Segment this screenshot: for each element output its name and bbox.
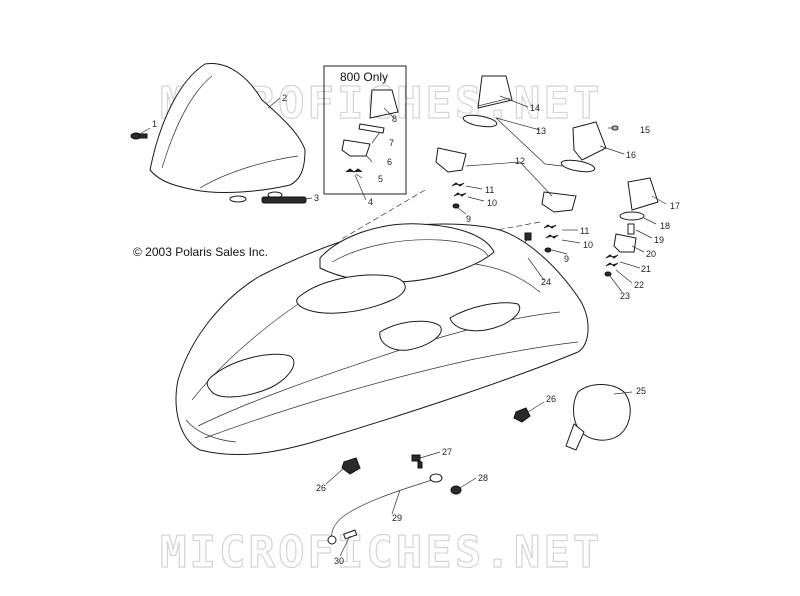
callout-10-b: 10 bbox=[583, 240, 593, 250]
callout-10-a: 10 bbox=[487, 198, 497, 208]
callout-20: 20 bbox=[646, 249, 656, 259]
callout-7: 7 bbox=[389, 138, 394, 148]
hood bbox=[175, 223, 589, 456]
gauge-14 bbox=[477, 75, 513, 109]
callout-4: 4 bbox=[368, 197, 373, 207]
mirror-25 bbox=[565, 384, 631, 451]
leader-lines bbox=[139, 95, 667, 557]
copyright-notice: © 2003 Polaris Sales Inc. bbox=[133, 245, 268, 259]
grommet-26-b bbox=[341, 457, 361, 475]
callout-30: 30 bbox=[334, 556, 344, 566]
callout-13: 13 bbox=[536, 126, 546, 136]
gauge-mount-12-b bbox=[541, 191, 577, 213]
callout-28: 28 bbox=[478, 473, 488, 483]
callout-27: 27 bbox=[442, 447, 452, 457]
grommet-26-a bbox=[513, 407, 531, 423]
callout-26-b: 26 bbox=[316, 483, 326, 493]
hardware-group-c bbox=[604, 254, 619, 277]
callout-9-b: 9 bbox=[564, 254, 569, 264]
bolt-27 bbox=[411, 454, 423, 469]
callout-26-a: 26 bbox=[546, 394, 556, 404]
clip-30 bbox=[343, 529, 358, 540]
gauge-mount-12-a bbox=[435, 147, 467, 173]
bulb-19 bbox=[627, 223, 635, 235]
callout-23: 23 bbox=[620, 291, 630, 301]
callout-16: 16 bbox=[626, 150, 636, 160]
gauge-17 bbox=[627, 177, 659, 211]
callout-11-b: 11 bbox=[580, 226, 589, 236]
callout-5: 5 bbox=[378, 174, 383, 184]
hardware-group-a bbox=[451, 182, 467, 209]
watermark-bottom: MICROFICHES.NET bbox=[160, 527, 602, 578]
callout-12: 12 bbox=[515, 156, 525, 166]
tether-29 bbox=[327, 473, 443, 545]
nut-28 bbox=[450, 485, 462, 495]
trim-strip-3 bbox=[261, 196, 307, 204]
callout-21: 21 bbox=[641, 264, 651, 274]
gauge-16 bbox=[572, 121, 607, 161]
callout-9-a: 9 bbox=[466, 214, 471, 224]
bezel-ring-13-a bbox=[462, 114, 498, 128]
inset-box-800-only: 800 Only bbox=[323, 65, 407, 195]
callout-22: 22 bbox=[634, 280, 644, 290]
callout-24: 24 bbox=[541, 277, 551, 287]
callout-8: 8 bbox=[392, 114, 397, 124]
callout-2: 2 bbox=[282, 93, 287, 103]
hardware-group-b bbox=[543, 224, 559, 253]
callout-25: 25 bbox=[636, 386, 646, 396]
callout-18: 18 bbox=[660, 221, 670, 231]
screw-1 bbox=[130, 132, 148, 140]
bezel-ring-13-b bbox=[560, 159, 596, 173]
callout-6: 6 bbox=[387, 157, 392, 167]
callout-1: 1 bbox=[152, 119, 157, 129]
callout-17: 17 bbox=[670, 201, 680, 211]
callout-15: 15 bbox=[640, 125, 650, 135]
gauge-mount-20 bbox=[613, 233, 637, 253]
inset-box-title: 800 Only bbox=[340, 70, 388, 84]
callout-19: 19 bbox=[654, 235, 664, 245]
windshield bbox=[149, 63, 306, 203]
callout-14: 14 bbox=[530, 103, 540, 113]
callout-29: 29 bbox=[392, 513, 402, 523]
callout-11-a: 11 bbox=[485, 185, 494, 195]
callout-3: 3 bbox=[314, 193, 319, 203]
bezel-ring-18 bbox=[619, 211, 645, 221]
